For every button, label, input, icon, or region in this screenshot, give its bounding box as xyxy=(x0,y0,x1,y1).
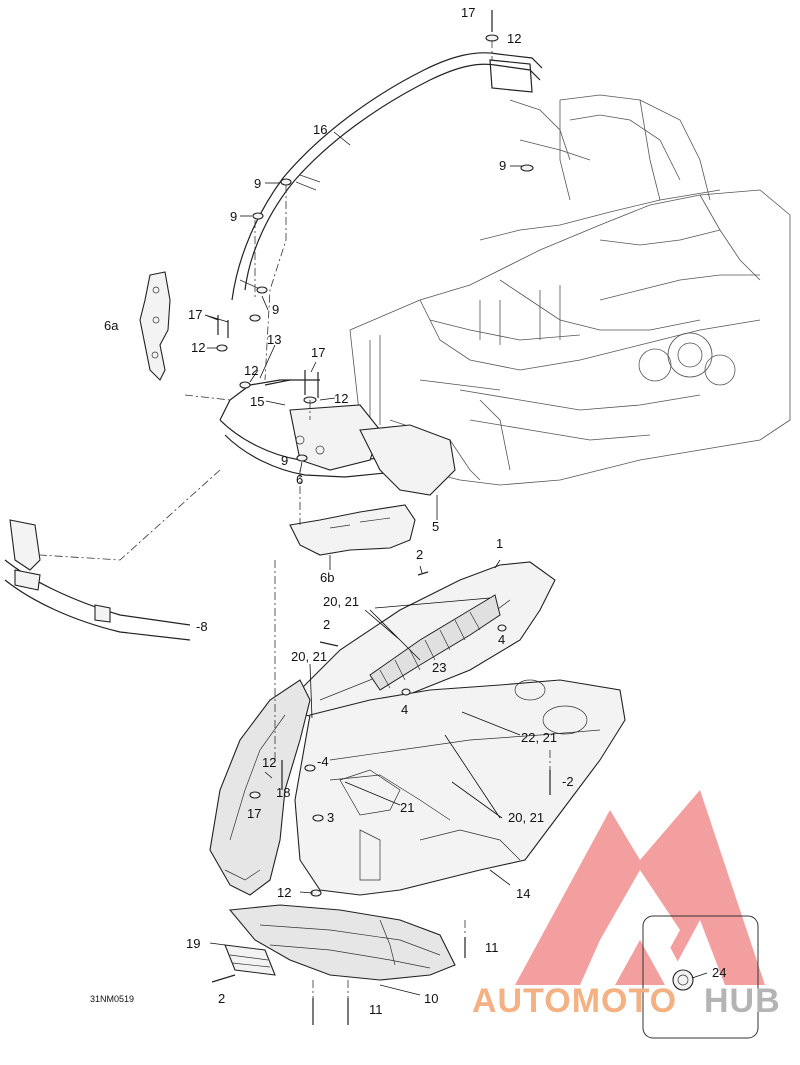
callout-9-d: 9 xyxy=(281,453,288,468)
watermark-logo xyxy=(515,790,765,985)
callout-24: 24 xyxy=(712,965,726,980)
callout-9-right: 9 xyxy=(499,158,506,173)
callout-2-c: -2 xyxy=(562,774,574,789)
callout-11-b: 11 xyxy=(369,1002,383,1017)
assembly-lines xyxy=(39,40,551,998)
callout-18: 18 xyxy=(276,785,290,800)
front-tube-8 xyxy=(4,519,191,641)
callout-21: 21 xyxy=(400,800,414,815)
callout-6b: 6b xyxy=(320,570,334,585)
callout-20-21-a: 20, 21 xyxy=(323,594,359,609)
callout-12-left: 12 xyxy=(191,340,205,355)
callout-10: 10 xyxy=(424,991,438,1006)
callout-4-a: 4 xyxy=(498,632,505,647)
callout-labels: 17 12 16 9 9 9 9 6a 17 12 13 12 17 12 15… xyxy=(90,5,726,1017)
inset-box-24 xyxy=(642,915,759,1039)
callout-11-a: 11 xyxy=(485,940,499,955)
callout-12-midr: 12 xyxy=(334,391,348,406)
callout-16: 16 xyxy=(313,122,327,137)
diagram-code: 31NM0519 xyxy=(90,994,134,1004)
callout-8: -8 xyxy=(196,619,208,634)
callout-20-21-c: 20, 21 xyxy=(508,810,544,825)
callout-23: 23 xyxy=(432,660,446,675)
callout-20-21-b: 20, 21 xyxy=(291,649,327,664)
callout-17-low: 17 xyxy=(247,806,261,821)
callout-15: 15 xyxy=(250,394,264,409)
callout-12-top: 12 xyxy=(507,31,521,46)
fasteners xyxy=(211,10,551,1025)
watermark-brand-left: AUTOMOTO xyxy=(472,982,677,1020)
callout-5: 5 xyxy=(432,519,439,534)
watermark-brand-right: HUB xyxy=(704,982,781,1020)
callout-6: 6 xyxy=(296,472,303,487)
callout-17-left: 17 xyxy=(188,307,202,322)
callout-4-c: -4 xyxy=(317,754,329,769)
callout-4-b: 4 xyxy=(401,702,408,717)
callout-2-a: 2 xyxy=(416,547,423,562)
bumper-bar-16 xyxy=(231,52,543,301)
callout-14: 14 xyxy=(516,886,530,901)
callout-13: 13 xyxy=(267,332,281,347)
callout-19: 19 xyxy=(186,936,200,951)
callout-9-c: 9 xyxy=(272,302,279,317)
bracket-6a xyxy=(139,271,171,381)
callout-9-a: 9 xyxy=(254,176,261,191)
callout-12-mid: 12 xyxy=(244,363,258,378)
watermark-text: AUTOMOTO HUB xyxy=(472,982,781,1020)
callout-17-top: 17 xyxy=(461,5,475,20)
skid-plate-6b xyxy=(289,504,416,556)
callout-17-mid: 17 xyxy=(311,345,325,360)
callout-2-d: 2 xyxy=(218,991,225,1006)
callout-1: 1 xyxy=(496,536,503,551)
leader-lines xyxy=(204,131,708,996)
callout-3: 3 xyxy=(327,810,334,825)
callout-2-b: 2 xyxy=(323,617,330,632)
callout-6a: 6a xyxy=(104,318,119,333)
callout-12-bot: 12 xyxy=(277,885,291,900)
callout-22-21: 22, 21 xyxy=(521,730,557,745)
plate-19 xyxy=(224,944,276,976)
hood-1 xyxy=(299,561,556,721)
lower-skid-10 xyxy=(228,904,456,981)
left-fender xyxy=(209,679,311,896)
vehicle-frame xyxy=(349,94,791,486)
callout-9-b: 9 xyxy=(230,209,237,224)
callout-12-low: 12 xyxy=(262,755,276,770)
